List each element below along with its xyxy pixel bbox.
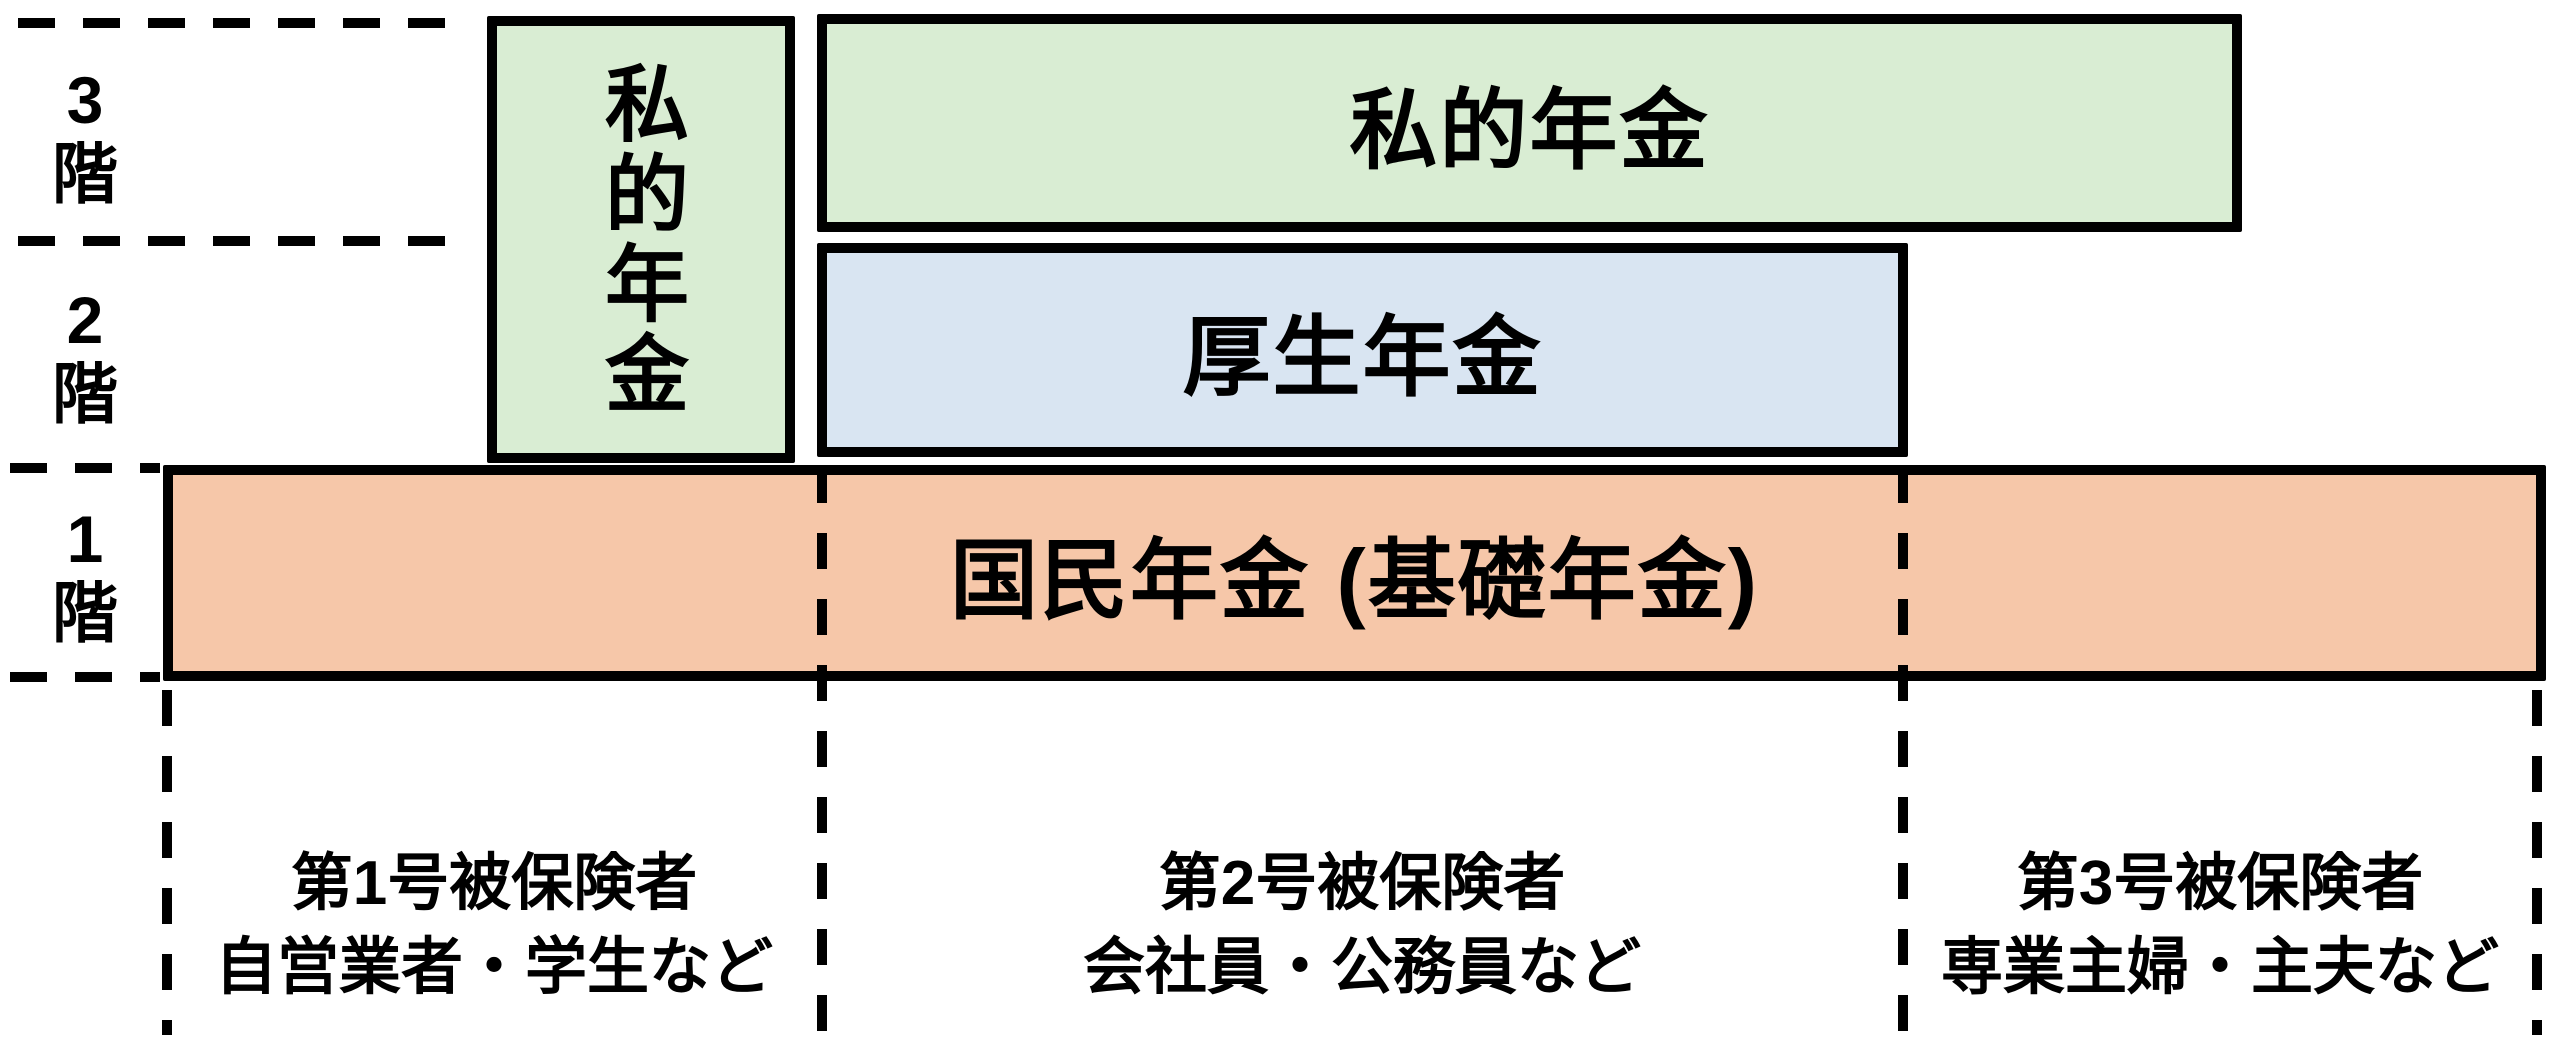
floor-divider-line-2f-1f bbox=[10, 463, 160, 473]
insured-category-3-subtitle: 専業主婦・主夫など bbox=[1940, 933, 2499, 1002]
insured-category-1: 第1号被保険者 自営業者・学生など bbox=[164, 842, 824, 1010]
private-pension-vertical-box: 私的年金 bbox=[487, 16, 795, 463]
category-divider-1-2 bbox=[817, 467, 827, 1035]
floor-label-2: 2 階 bbox=[52, 283, 118, 431]
category-divider-right bbox=[2532, 690, 2542, 1035]
category-divider-left bbox=[162, 690, 172, 1035]
insured-category-3: 第3号被保険者 専業主婦・主夫など bbox=[1890, 842, 2550, 1010]
private-pension-wide-box: 私的年金 bbox=[817, 14, 2242, 232]
insured-category-2-title: 第2号被保険者 bbox=[1158, 849, 1566, 918]
floor-divider-line-top bbox=[18, 18, 458, 28]
national-pension-label: 国民年金 (基礎年金) bbox=[949, 530, 1760, 630]
employees-pension-box: 厚生年金 bbox=[817, 243, 1908, 457]
insured-category-1-subtitle: 自営業者・学生など bbox=[214, 933, 773, 1002]
insured-category-1-title: 第1号被保険者 bbox=[290, 849, 698, 918]
floor-label-3: 3 階 bbox=[52, 63, 118, 211]
floor-divider-line-bottom bbox=[10, 672, 160, 682]
floor-label-1: 1 階 bbox=[52, 502, 118, 650]
insured-category-2-subtitle: 会社員・公務員など bbox=[1082, 933, 1641, 1002]
insured-category-2: 第2号被保険者 会社員・公務員など bbox=[1032, 842, 1692, 1010]
national-pension-box: 国民年金 (基礎年金) bbox=[163, 465, 2546, 681]
category-divider-2-3 bbox=[1898, 467, 1908, 1035]
insured-category-3-title: 第3号被保険者 bbox=[2016, 849, 2424, 918]
private-pension-vertical-label: 私的年金 bbox=[593, 59, 688, 420]
private-pension-wide-label: 私的年金 bbox=[1349, 80, 1710, 180]
floor-divider-line-3f-2f bbox=[18, 236, 458, 246]
employees-pension-label: 厚生年金 bbox=[1182, 307, 1543, 407]
